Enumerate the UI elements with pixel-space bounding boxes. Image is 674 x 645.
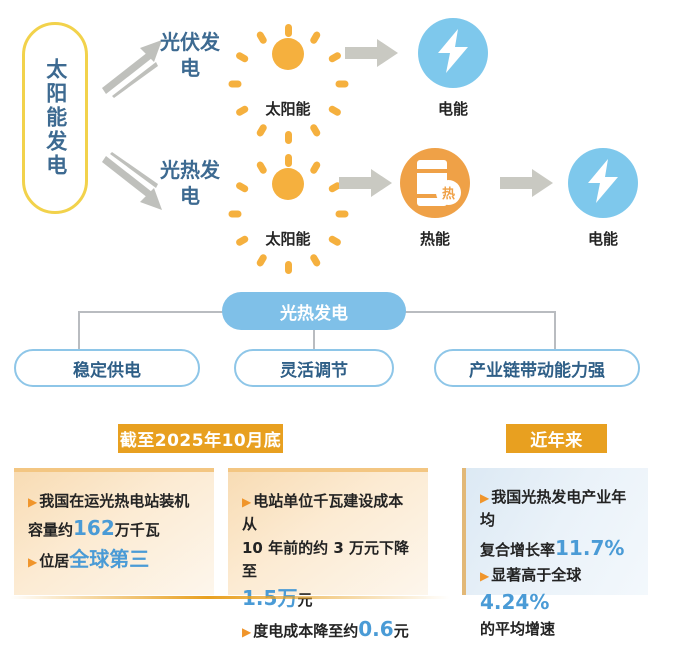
stat-text-segment: 0.6 bbox=[358, 617, 394, 641]
bullet-triangle-icon: ▶ bbox=[242, 495, 252, 509]
tree-leaf-node-flexible-regulation[interactable]: 灵活调节 bbox=[234, 349, 394, 387]
sun-core bbox=[272, 38, 304, 70]
energy-flow-diagram: 太阳能发电 光伏发电 光热发电 太阳能 bbox=[0, 0, 674, 278]
tree-leaf-label-1: 稳定供电 bbox=[73, 360, 141, 381]
stat-text-segment: 10 年前的约 3 万元下降至 bbox=[242, 538, 409, 580]
footer-divider bbox=[10, 596, 450, 599]
sun-icon-row1 bbox=[228, 16, 348, 144]
advantages-tree: 光热发电 稳定供电 灵活调节 产业链带动能力强 bbox=[0, 285, 674, 397]
stat-line: 的平均增速 bbox=[480, 618, 636, 641]
stat-text-segment: 我国光热发电产业年均 bbox=[480, 488, 627, 530]
tree-connector-leaf1-vertical bbox=[78, 311, 80, 351]
tree-connector-right-horizontal bbox=[404, 311, 556, 313]
sun-ray bbox=[284, 261, 292, 274]
tree-connector-leaf2-vertical bbox=[313, 329, 315, 351]
sun-ray bbox=[228, 210, 241, 218]
tree-root-node[interactable]: 光热发电 bbox=[222, 292, 406, 330]
stat-text-segment: 度电成本降至约 bbox=[253, 622, 359, 640]
stat-line: ▶度电成本降至约0.6元 bbox=[242, 614, 416, 645]
tree-root-label: 光热发电 bbox=[280, 303, 348, 324]
branch-label-solar-thermal: 光热发电 bbox=[160, 158, 220, 208]
sun-ray bbox=[284, 24, 292, 37]
flow-arrow-icon-row2-1 bbox=[339, 168, 393, 198]
sun-ray bbox=[284, 154, 292, 167]
sun-ray bbox=[234, 180, 250, 194]
source-energy-label: 太阳能发电 bbox=[43, 58, 68, 178]
sun-ray bbox=[308, 122, 322, 138]
sun-ray bbox=[228, 80, 241, 88]
sun-ray bbox=[308, 160, 322, 176]
sun-ray bbox=[254, 122, 268, 138]
bullet-triangle-icon: ▶ bbox=[28, 495, 38, 509]
sun-ray bbox=[254, 160, 268, 176]
stat-line: ▶我国光热发电产业年均 bbox=[480, 486, 636, 533]
stat-line: 容量约162万千瓦 bbox=[28, 513, 202, 544]
stat-text-segment: 全球第三 bbox=[69, 547, 150, 572]
sun-ray bbox=[284, 131, 292, 144]
caption-solar-energy-row2: 太阳能 bbox=[265, 230, 311, 248]
flow-arrow-icon-row1-1 bbox=[345, 38, 399, 68]
stat-text-segment: 位居 bbox=[39, 552, 70, 571]
tree-connector-left-horizontal bbox=[78, 311, 224, 313]
bullet-triangle-icon: ▶ bbox=[28, 555, 38, 570]
tree-leaf-label-2: 灵活调节 bbox=[280, 360, 348, 381]
sun-ray bbox=[254, 30, 268, 46]
lightning-bolt-glyph bbox=[436, 29, 470, 77]
sun-ray bbox=[234, 50, 250, 64]
sun-core bbox=[272, 168, 304, 200]
caption-electric-energy-row1: 电能 bbox=[437, 100, 468, 118]
sun-ray bbox=[254, 252, 268, 268]
stat-text-segment: 电站单位千瓦建设成本从 bbox=[242, 492, 404, 534]
stat-text-segment: 元 bbox=[393, 622, 409, 640]
branch-arrow-down-icon bbox=[100, 152, 164, 212]
bullet-triangle-icon: ▶ bbox=[242, 625, 252, 639]
sun-ray bbox=[308, 252, 322, 268]
stat-line: 1.5万元 bbox=[242, 583, 416, 614]
stat-text-segment: 万千瓦 bbox=[114, 521, 160, 540]
heat-tank-circle-icon: 热 bbox=[400, 148, 470, 218]
tree-leaf-label-3: 产业链带动能力强 bbox=[469, 360, 605, 381]
banner-recent-years: 近年来 bbox=[506, 424, 607, 453]
stat-text-segment: 我国在运光热电站装机 bbox=[39, 492, 190, 510]
branch-arrow-up-icon bbox=[100, 38, 164, 98]
stat-line: 10 年前的约 3 万元下降至 bbox=[242, 537, 416, 584]
stat-text-segment: 11.7% bbox=[555, 535, 625, 560]
caption-electric-energy-row2: 电能 bbox=[587, 230, 618, 248]
lightning-circle-icon-row1 bbox=[418, 18, 488, 88]
stat-line: 复合增长率11.7% bbox=[480, 533, 636, 564]
source-energy-box: 太阳能发电 bbox=[22, 22, 88, 214]
stat-line: ▶电站单位千瓦建设成本从 bbox=[242, 490, 416, 537]
lightning-bolt-glyph-row2 bbox=[586, 159, 620, 207]
heat-character-badge: 热 bbox=[436, 180, 461, 205]
stat-line: ▶位居全球第三 bbox=[28, 544, 202, 575]
bullet-triangle-icon: ▶ bbox=[480, 491, 490, 505]
caption-solar-energy-row1: 太阳能 bbox=[265, 100, 311, 118]
bullet-triangle-icon: ▶ bbox=[480, 568, 490, 583]
lightning-circle-icon-row2 bbox=[568, 148, 638, 218]
stat-text-segment: 容量约 bbox=[28, 521, 74, 540]
tree-leaf-node-stable-supply[interactable]: 稳定供电 bbox=[14, 349, 200, 387]
stat-line: ▶我国在运光热电站装机 bbox=[28, 490, 202, 513]
sun-ray bbox=[308, 30, 322, 46]
sun-ray bbox=[335, 210, 348, 218]
stat-text-segment: 元 bbox=[297, 591, 313, 609]
tree-leaf-node-industry-chain[interactable]: 产业链带动能力强 bbox=[434, 349, 640, 387]
stat-card-growth: ▶我国光热发电产业年均复合增长率11.7%▶显著高于全球4.24%的平均增速 bbox=[462, 468, 648, 638]
stat-text-segment: 4.24% bbox=[480, 589, 550, 614]
flow-arrow-icon-row2-2 bbox=[500, 168, 554, 198]
stat-text-segment: 显著高于全球 bbox=[491, 565, 582, 584]
caption-heat-energy: 热能 bbox=[419, 230, 450, 248]
statistics-section: 截至2025年10月底 近年来 ▶我国在运光热电站装机容量约162万千瓦▶位居全… bbox=[0, 418, 674, 641]
tree-connector-leaf3-vertical bbox=[554, 311, 556, 351]
banner-as-of-date: 截至2025年10月底 bbox=[118, 424, 283, 453]
stat-text-segment: 162 bbox=[73, 516, 115, 541]
branch-label-photovoltaic: 光伏发电 bbox=[160, 30, 220, 80]
sun-icon-row2 bbox=[228, 146, 348, 274]
sun-ray bbox=[335, 80, 348, 88]
stat-text-segment: 复合增长率 bbox=[480, 540, 556, 559]
stat-text-segment: 的平均增速 bbox=[480, 619, 556, 638]
sun-ray bbox=[326, 50, 342, 64]
stat-card-capacity: ▶我国在运光热电站装机容量约162万千瓦▶位居全球第三 bbox=[14, 468, 214, 595]
